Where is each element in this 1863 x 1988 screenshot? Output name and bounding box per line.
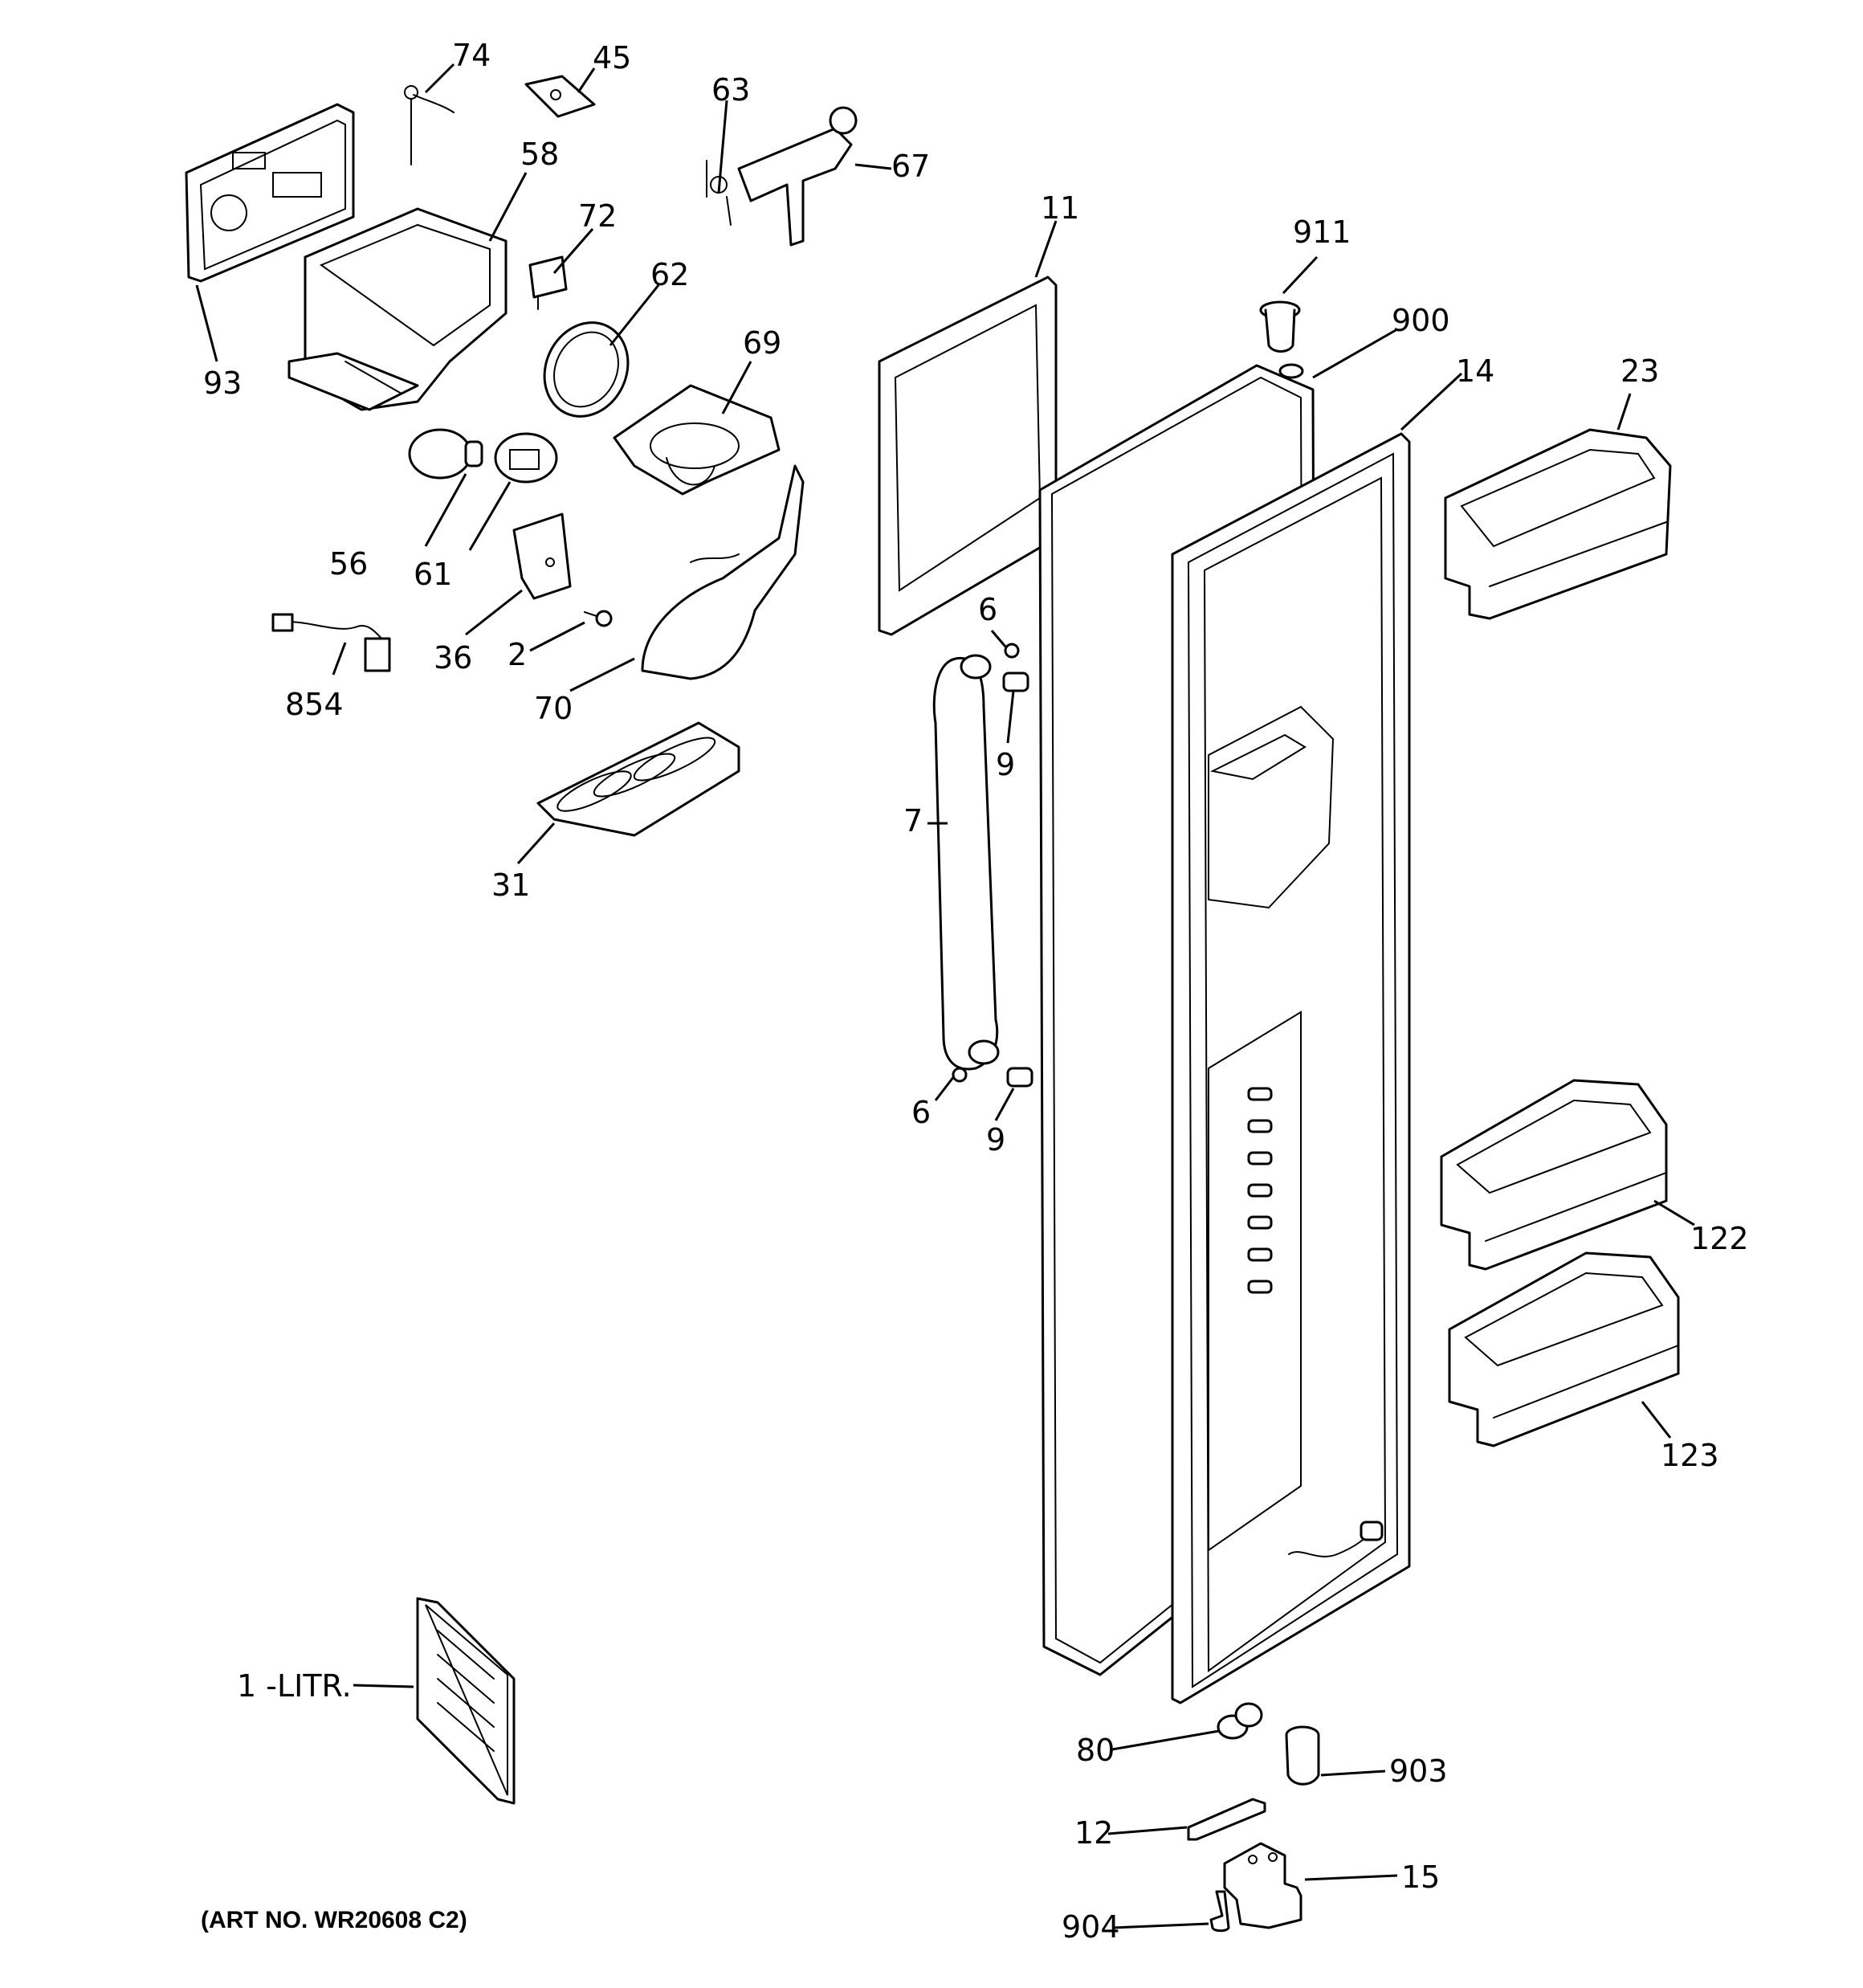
callout-56: 56 xyxy=(329,546,368,582)
literature-1-litr xyxy=(416,1597,516,1805)
handle-7 xyxy=(932,654,1000,1071)
shim-12 xyxy=(1187,1798,1266,1841)
callout-45: 45 xyxy=(593,40,631,76)
callout-6-upper: 6 xyxy=(978,592,997,627)
callout-6-lower: 6 xyxy=(911,1095,931,1130)
screw-6-upper xyxy=(1004,643,1020,659)
door-wire xyxy=(1288,1521,1384,1557)
callout-11: 11 xyxy=(1041,190,1079,226)
dispenser-recess-11 xyxy=(878,276,1058,636)
screw-6-lower xyxy=(952,1067,968,1083)
callout-31: 31 xyxy=(491,867,530,903)
callout-58: 58 xyxy=(520,137,559,172)
door-bin-23 xyxy=(1444,428,1672,620)
callout-69: 69 xyxy=(743,325,781,361)
switch-72 xyxy=(528,255,568,310)
spring-74 xyxy=(404,85,455,165)
callout-70: 70 xyxy=(534,691,573,726)
callout-904: 904 xyxy=(1062,1909,1120,1945)
callout-36: 36 xyxy=(434,640,472,676)
callout-7: 7 xyxy=(903,803,923,839)
bushing-80 xyxy=(1217,1702,1263,1740)
callout-1-litr: 1 -LITR. xyxy=(237,1668,352,1704)
callout-123: 123 xyxy=(1661,1438,1719,1473)
callout-62: 62 xyxy=(650,257,689,292)
callout-911: 911 xyxy=(1293,214,1351,250)
stud-9-upper xyxy=(1002,672,1029,692)
socket-61 xyxy=(494,432,558,484)
chute-70 xyxy=(641,464,805,680)
callout-854: 854 xyxy=(285,687,344,722)
bulb-56 xyxy=(408,428,483,480)
bushing-911 xyxy=(1259,300,1301,353)
funnel-69 xyxy=(613,384,781,496)
callout-93: 93 xyxy=(203,365,242,401)
screw-904 xyxy=(1209,1890,1230,1933)
stud-9-lower xyxy=(1006,1067,1033,1088)
callout-903: 903 xyxy=(1389,1753,1448,1789)
door-liner xyxy=(1208,705,1335,1552)
control-panel-93 xyxy=(185,103,355,283)
art-number: (ART NO. WR20608 C2) xyxy=(201,1907,467,1933)
callout-63: 63 xyxy=(711,72,750,108)
actuator-67 xyxy=(737,106,858,247)
callout-9-upper: 9 xyxy=(996,747,1015,782)
shelf-clips xyxy=(1247,1087,1273,1294)
callout-67: 67 xyxy=(891,149,930,184)
bracket-36 xyxy=(512,512,572,600)
callout-2: 2 xyxy=(508,637,527,672)
callout-74: 74 xyxy=(452,38,491,73)
harness-854 xyxy=(271,613,391,672)
callout-23: 23 xyxy=(1620,353,1659,389)
leader-lines xyxy=(195,63,1695,1929)
callout-15: 15 xyxy=(1401,1859,1440,1895)
callout-61: 61 xyxy=(414,557,452,592)
door-bin-122 xyxy=(1440,1079,1668,1271)
spring-63 xyxy=(706,160,732,226)
dispenser-housing-58 xyxy=(287,207,508,411)
callout-72: 72 xyxy=(578,198,617,234)
callout-122: 122 xyxy=(1690,1221,1749,1256)
door-bin-123 xyxy=(1448,1251,1680,1447)
bushing-903 xyxy=(1285,1725,1320,1786)
ring-62 xyxy=(543,321,630,418)
callout-80: 80 xyxy=(1076,1733,1115,1768)
callout-labels: 74 45 63 67 58 72 62 93 69 11 911 900 14… xyxy=(203,38,1749,1945)
callout-14: 14 xyxy=(1456,353,1494,389)
door-gasket-14 xyxy=(1171,432,1411,1704)
bracket-45 xyxy=(524,75,596,118)
hinge-15 xyxy=(1223,1842,1302,1929)
screw-2 xyxy=(584,610,613,627)
drip-tray-31 xyxy=(536,721,740,837)
callout-12: 12 xyxy=(1074,1815,1113,1851)
callout-9-lower: 9 xyxy=(986,1122,1005,1157)
callout-900: 900 xyxy=(1392,303,1450,338)
